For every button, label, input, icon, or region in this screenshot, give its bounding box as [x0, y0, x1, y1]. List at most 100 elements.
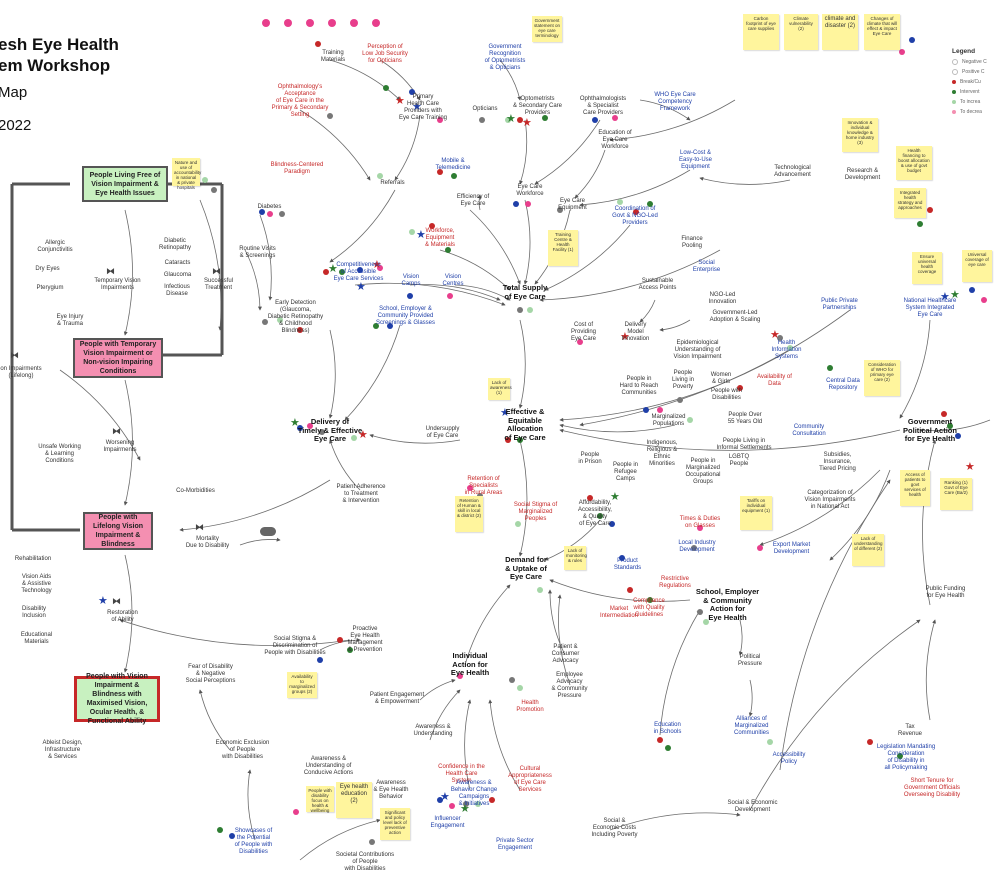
sticky-note[interactable]: Health financing to boost allocation & u… [896, 146, 932, 180]
node-market-intermediation[interactable]: Market Intermediation [599, 606, 639, 619]
node-infectious[interactable]: Infectious Disease [164, 284, 190, 297]
node-informal-settlements[interactable]: People Living in Informal Settlements [716, 438, 772, 451]
node-demand-uptake[interactable]: Demand for & Uptake of Eye Care [505, 555, 547, 581]
node-worsening[interactable]: Worsening Impairments [103, 440, 137, 453]
node-successful-treatment[interactable]: Successful Treatment [203, 278, 233, 291]
node-blindness-paradigm[interactable]: Blindness-Centered Paradigm [270, 162, 324, 175]
node-undersupply[interactable]: Undersupply of Eye Care [425, 426, 460, 439]
node-mobile-telemedicine[interactable]: Mobile & Telemedicine [435, 158, 471, 171]
stock-maximised-vision[interactable]: People with Vision Impairment & Blindnes… [74, 673, 160, 725]
node-diabetic-retinopathy[interactable]: Diabetic Retinopathy [158, 238, 192, 251]
stock-temporary-impairment[interactable]: People with Temporary Vision Impairment … [73, 338, 163, 378]
node-school-employer-action[interactable]: School, Employer & Community Action for … [695, 587, 760, 622]
node-delivery-timely[interactable]: Delivery of Timely & Effective Eye Care [297, 417, 363, 443]
node-ophthalmologists[interactable]: Ophthalmologists & Specialist Care Provi… [579, 96, 627, 116]
node-alliances[interactable]: Alliances of Marginalized Communities [733, 716, 769, 736]
node-educational-materials[interactable]: Educational Materials [20, 632, 53, 645]
node-over-55[interactable]: People Over 55 Years Old [727, 412, 763, 425]
node-awareness-eyecare[interactable]: Awareness & Eye Health Behavior [373, 780, 409, 800]
sticky-note[interactable]: Universal coverage of eye care [962, 250, 992, 282]
node-referrals[interactable]: Referrals [380, 180, 405, 186]
sticky-note[interactable]: Climate vulnerability (2) [784, 14, 818, 50]
node-behavior-change[interactable]: Awareness & Behavior Change Campaigns & … [450, 780, 498, 807]
node-optometrists[interactable]: Optometrists & Secondary Care Providers [512, 96, 563, 116]
node-social-stigma-peoples[interactable]: Social Stigma of Marginalized Peoples [513, 502, 558, 522]
node-social-economic-costs[interactable]: Social & Economic Costs Including Povert… [591, 818, 638, 838]
node-sustainable-access[interactable]: Sustainable Access Points [638, 278, 677, 291]
node-gov-led[interactable]: Government-Led Adoption & Scaling [709, 310, 761, 323]
node-vision-centres[interactable]: Vision Centres [442, 274, 464, 287]
node-prison[interactable]: People in Prison [578, 452, 602, 465]
node-marginalized-occupational[interactable]: People in Marginalized Occupational Grou… [685, 458, 721, 485]
node-affordability[interactable]: Affordability, Accessibility, & Quality … [578, 500, 612, 527]
node-tech-advancement[interactable]: Technological Advancement [774, 165, 811, 178]
node-showcases[interactable]: Showcases of the Potential of People wit… [234, 828, 273, 855]
node-short-tenure[interactable]: Short Tenure for Government Officials Ov… [903, 778, 961, 798]
sticky-note[interactable]: People with disability focus on health &… [306, 786, 334, 813]
node-education-schools[interactable]: Education in Schools [653, 722, 682, 735]
node-categorization[interactable]: Categorization of Vision Impairments in … [804, 490, 856, 510]
node-tax-revenue[interactable]: Tax Revenue [897, 724, 923, 737]
node-indigenous[interactable]: Indigenous, Religious & Ethnic Minoritie… [646, 440, 678, 467]
sticky-note[interactable]: Nature and use of accountability in nati… [172, 158, 202, 190]
node-legislation[interactable]: Legislation Mandating Consideration of D… [876, 744, 936, 771]
node-eye-care-equipment[interactable]: Eye Care Equipment [558, 198, 587, 211]
sticky-note[interactable]: Innovation & individual knowledge & home… [842, 118, 878, 152]
node-patient-engagement[interactable]: Patient Engagement & Empowerment [369, 692, 425, 705]
node-unsafe-working[interactable]: Unsafe Working & Learning Conditions [38, 444, 81, 464]
sticky-note[interactable]: Access of patients to govt services of h… [900, 470, 930, 506]
node-subsidies[interactable]: Subsidies, Insurance, Tiered Pricing [819, 452, 856, 472]
node-routine-visits[interactable]: Routine Visits & Screenings [239, 246, 276, 259]
node-restoration[interactable]: Restoration of Ability [107, 610, 138, 623]
node-confidence-health[interactable]: Confidence in the Health Care System [438, 764, 485, 784]
node-social-stigma-disabilities[interactable]: Social Stigma & Discrimination of People… [264, 636, 326, 656]
node-diabetes[interactable]: Diabetes [257, 204, 282, 210]
node-opticians[interactable]: Opticians [472, 106, 498, 112]
node-epidemiological[interactable]: Epidemiological Understanding of Vision … [673, 340, 722, 360]
node-patient-advocacy[interactable]: Patient & Consumer Advocacy [551, 644, 580, 664]
node-workforce-equipment[interactable]: Workforce, Equipment & Materials [424, 228, 455, 248]
node-competitiveness[interactable]: Competitiveness of Accessible Eye Care S… [333, 262, 384, 282]
node-allergic-conjunctivitis[interactable]: Allergic Conjunctivitis [37, 240, 73, 253]
node-pterygium[interactable]: Pterygium [36, 285, 64, 291]
node-awareness-understanding[interactable]: Awareness & Understanding [413, 724, 453, 737]
node-finance-pooling[interactable]: Finance Pooling [681, 236, 703, 249]
node-restrictive-regulations[interactable]: Restrictive Regulations [659, 576, 691, 589]
node-accessibility-policy[interactable]: Accessibility Policy [772, 752, 806, 765]
node-compliance[interactable]: Compliance with Quality Guidelines [633, 598, 665, 618]
node-effective-allocation[interactable]: Effective & Equitable Allocation of Eye … [504, 407, 546, 442]
node-health-promotion[interactable]: Health Promotion [516, 700, 544, 713]
node-who-framework[interactable]: WHO Eye Care Competency Framework [654, 92, 696, 112]
node-fear-disability[interactable]: Fear of Disability & Negative Social Per… [185, 664, 236, 684]
node-women-girls[interactable]: Women & Girls [710, 372, 732, 385]
sticky-note[interactable]: Integrated health strategy and approache… [894, 188, 926, 218]
sticky-note[interactable]: Lack of understanding of different (2) [852, 534, 884, 566]
node-export-market[interactable]: Export Market Development [772, 542, 811, 555]
node-private-sector[interactable]: Private Sector Engagement [496, 838, 534, 851]
node-community-consultation[interactable]: Community Consultation [792, 424, 826, 437]
node-low-cost-equipment[interactable]: Low-Cost & Easy-to-Use Equipment [678, 150, 712, 170]
node-vision-aids[interactable]: Vision Aids & Assistive Technology [21, 574, 52, 594]
sticky-note[interactable]: Tariffs on individual equipment (1) [740, 496, 772, 530]
node-cataracts[interactable]: Cataracts [164, 260, 191, 266]
node-early-detection[interactable]: Early Detection (Glaucoma, Diabetic Reti… [267, 300, 324, 334]
node-public-funding[interactable]: Public Funding for Eye Health [925, 586, 966, 599]
node-total-supply[interactable]: Total Supply of Eye Care [502, 283, 548, 301]
node-perception-job-security[interactable]: Perception of Low Job Security for Optic… [362, 44, 408, 64]
sticky-note[interactable]: Ensure universal health coverage [912, 252, 942, 284]
node-dry-eyes[interactable]: Dry Eyes [35, 266, 60, 272]
node-gov-recognition[interactable]: Government Recognition of Optometrists &… [484, 44, 526, 71]
node-coordination[interactable]: Coordination of Govt & NGO-Led Providers [612, 206, 658, 226]
sticky-note[interactable]: Retention of Human & skill in local & di… [455, 496, 483, 532]
node-health-info[interactable]: Health Information Systems [771, 340, 802, 360]
node-retention-specialists[interactable]: Retention of Specialists in Rural Areas [464, 476, 503, 496]
node-gov-political-action[interactable]: Government Political Action for Eye Heal… [903, 417, 957, 443]
sticky-note[interactable]: Ranking (1) Govt of Eye Care (Ba/2) [940, 478, 972, 510]
node-efficiency[interactable]: Efficiency of Eye Care [456, 194, 490, 207]
node-political-pressure[interactable]: Political Pressure [737, 654, 762, 667]
sticky-note[interactable]: Lack of awareness (1) [488, 378, 512, 400]
node-cultural-appropriateness[interactable]: Cultural Appropriateness of Eye Care Ser… [508, 766, 552, 793]
node-co-morbidities[interactable]: Co-Morbidities [176, 488, 215, 494]
node-times-duties[interactable]: Times & Duties on Glasses [679, 516, 721, 529]
node-public-private[interactable]: Public Private Partnerships [821, 298, 858, 311]
